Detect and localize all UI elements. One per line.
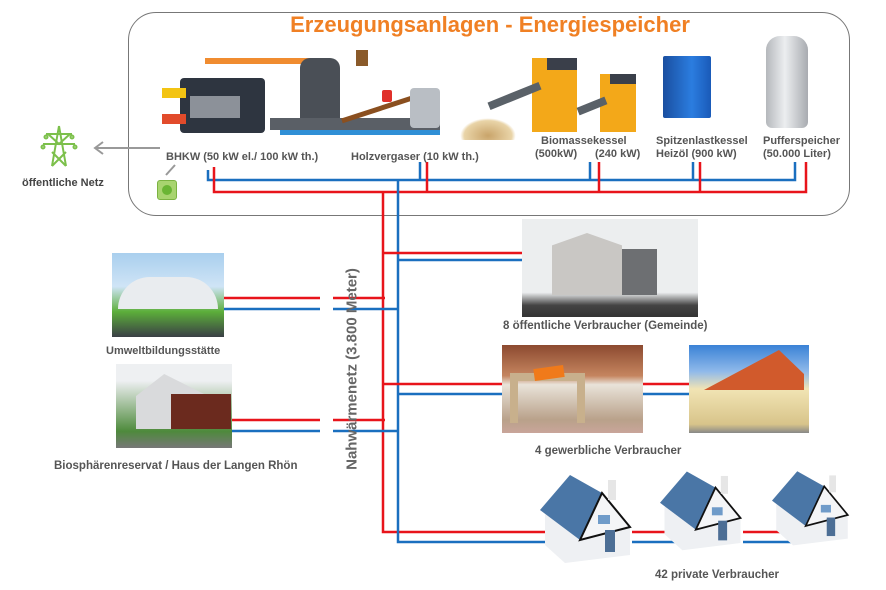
return-trunk	[396, 180, 550, 544]
bhkw-label: BHKW (50 kW el./ 100 kW th.)	[166, 151, 319, 163]
oil-boiler-image	[663, 56, 711, 118]
biomass-label: Biomassekessel	[541, 135, 627, 147]
commercial-image-2	[689, 345, 809, 433]
biomass-1-capacity: (500kW)	[535, 148, 578, 160]
umwelt-label: Umweltbildungsstätte	[106, 345, 221, 357]
bio-image	[116, 364, 232, 448]
power-socket-icon	[157, 180, 177, 200]
woodchips-image	[460, 118, 516, 140]
biomass-boiler-image	[482, 52, 642, 142]
commercial-label: 4 gewerbliche Verbraucher	[535, 445, 682, 457]
umwelt-image	[112, 253, 224, 337]
peak-boiler-label: Spitzenlastkessel	[656, 135, 748, 147]
supply-bus	[212, 162, 808, 194]
peak-boiler-capacity: Heizöl (900 kW)	[656, 148, 737, 160]
public-label: 8 öffentliche Verbraucher (Gemeinde)	[503, 320, 708, 332]
house-icon	[660, 471, 743, 551]
grid-label: öffentliche Netz	[22, 177, 104, 189]
page-title: Erzeugungsanlagen - Energiespeicher	[290, 12, 690, 37]
buffer-label: Pufferspeicher	[763, 135, 841, 147]
supply-trunk	[381, 192, 548, 534]
buffer-capacity: (50.000 Liter)	[763, 148, 831, 160]
network-label: Nahwärmenetz (3.800 Meter)	[343, 268, 361, 470]
bhkw-holzvergaser-image	[160, 48, 460, 140]
waerme-tag	[162, 114, 186, 124]
biomass-2-capacity: (240 kW)	[595, 148, 641, 160]
holzvergaser-label: Holzvergaser (10 kW th.)	[351, 151, 479, 163]
house-icon	[540, 475, 632, 563]
power-pylon-icon	[38, 124, 80, 173]
bio-label: Biosphärenreservat / Haus der Langen Rhö…	[54, 460, 298, 472]
house-icon	[772, 471, 850, 546]
public-image	[522, 219, 698, 317]
generation-frame	[128, 12, 850, 216]
commercial-image	[502, 345, 643, 433]
buffer-tank-image	[766, 36, 808, 128]
private-label: 42 private Verbraucher	[655, 569, 780, 581]
return-bus	[206, 162, 797, 182]
strom-tag	[162, 88, 186, 98]
